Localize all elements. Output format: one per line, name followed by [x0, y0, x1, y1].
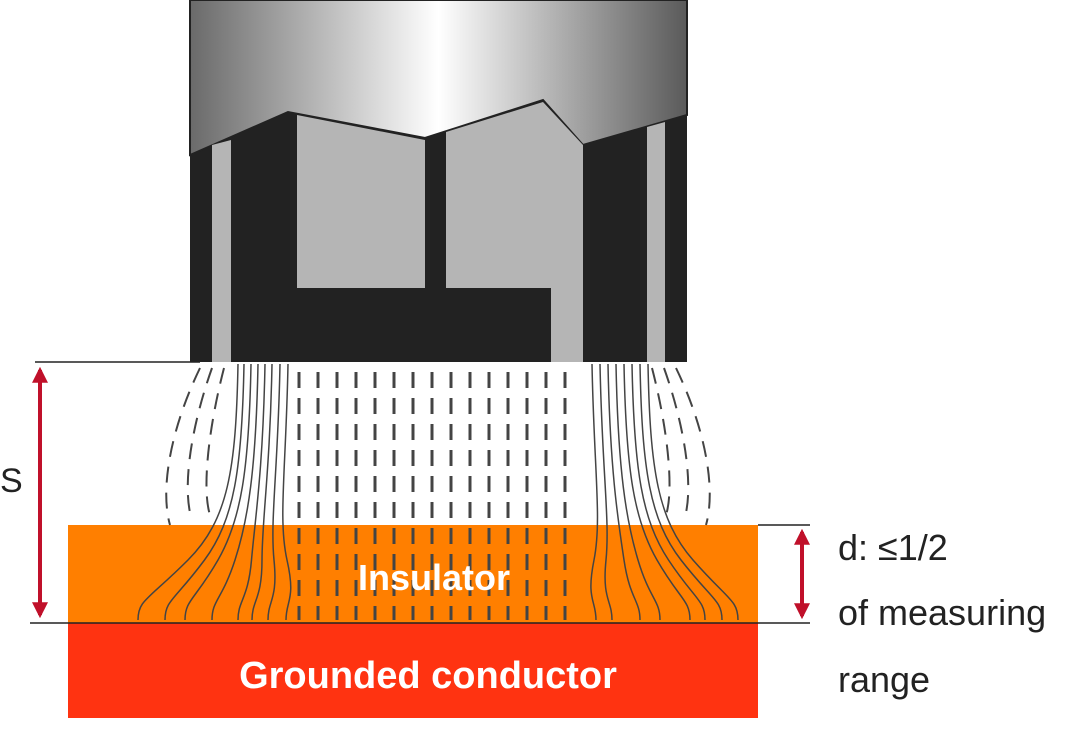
field-line-right	[615, 363, 661, 621]
sensor-metal-cap	[189, 0, 688, 157]
field-line-left	[282, 363, 292, 621]
grounded-conductor-layer	[68, 623, 758, 718]
sensor-center-stem	[428, 138, 444, 290]
field-line-outer-left	[205, 367, 225, 516]
field-line-left	[164, 363, 245, 621]
thickness-d-label-line2: of measuring	[838, 592, 1046, 633]
insulator-label: Insulator	[358, 557, 510, 598]
field-line-right	[639, 363, 723, 621]
capacitive-sensor	[189, 0, 688, 362]
field-line-outer-left	[165, 367, 201, 526]
electric-field-lines	[137, 363, 739, 621]
field-line-right	[607, 363, 641, 621]
field-line-left	[211, 363, 259, 621]
field-line-left	[267, 363, 281, 621]
field-line-left	[237, 363, 266, 621]
field-line-outer-right	[663, 367, 690, 521]
thickness-d-label-line3: range	[838, 659, 930, 700]
field-line-outer-right	[651, 367, 671, 516]
field-line-outer-right	[675, 367, 711, 526]
sensor-guard-ring-left	[212, 140, 231, 362]
field-line-outer-left	[186, 367, 213, 521]
field-line-right	[590, 363, 599, 621]
field-line-right	[631, 363, 706, 621]
field-line-left	[184, 363, 252, 621]
field-line-left	[251, 363, 273, 621]
conductor-label: Grounded conductor	[239, 655, 617, 697]
sensor-guard-ring-right	[647, 122, 665, 362]
sensor-inner-panel-right	[446, 102, 583, 362]
thickness-d-label: d: ≤1/2	[838, 527, 948, 568]
field-line-right	[647, 363, 739, 621]
sensor-electrode	[331, 288, 551, 362]
field-line-left	[137, 363, 239, 621]
distance-s-label: S	[0, 462, 23, 500]
field-line-right	[623, 363, 691, 621]
field-line-right	[599, 363, 613, 621]
